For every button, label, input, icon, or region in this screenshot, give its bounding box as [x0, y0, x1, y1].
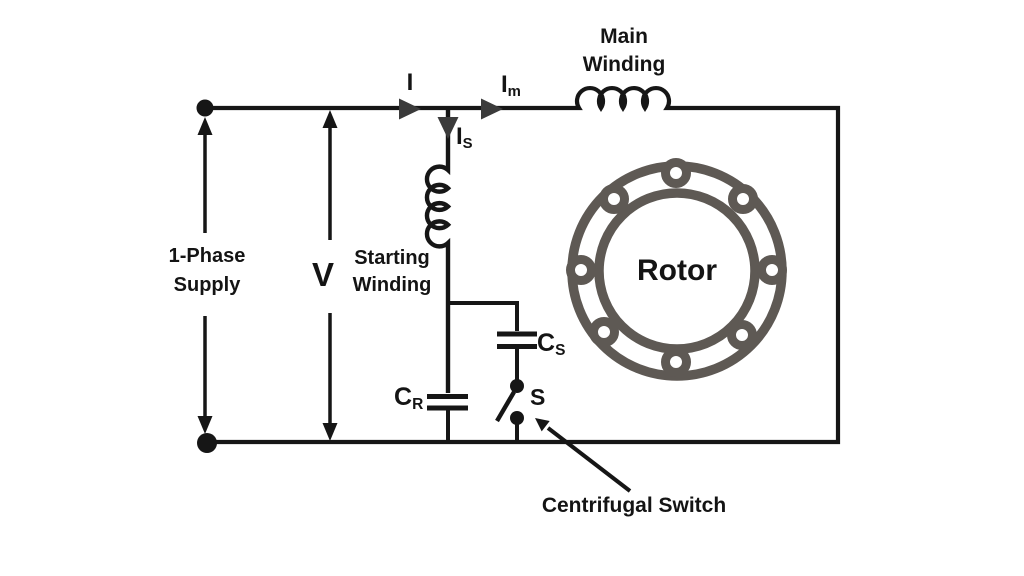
rotor-bearing: [589, 317, 619, 347]
rotor-bearing: [661, 347, 691, 377]
cap-run-symbol: [427, 394, 468, 411]
cap-start-branch: [448, 301, 519, 331]
main-current-subscript: m: [507, 84, 521, 100]
start-current-subscript: S: [462, 136, 473, 152]
main-current-arrow: [481, 98, 503, 120]
rotor-bearing: [661, 158, 691, 188]
annotation-arrowheads: [197, 110, 550, 441]
main-current-symbol: I: [501, 71, 508, 98]
voltage-arrow-up: [322, 110, 338, 128]
cap-run-symbol-letter: C: [394, 383, 413, 411]
main-current-label: Im: [501, 71, 521, 100]
rotor-bearing: [727, 320, 757, 350]
main-winding-label-line1: Main: [600, 25, 648, 48]
supply-node-bottom: [197, 433, 217, 453]
supply-label-line1: 1-Phase: [168, 245, 246, 267]
start-current-symbol: I: [456, 123, 463, 150]
supply-label-line2: Supply: [173, 274, 241, 296]
current-arrowheads: [399, 98, 503, 139]
capacitor-plates: [427, 331, 537, 411]
cap-start-subscript: S: [555, 342, 566, 359]
supply-arrow-up: [197, 117, 213, 135]
starting-winding-branch: [424, 108, 452, 393]
main-winding-label: Main Winding: [583, 23, 666, 79]
starting-winding-label-line1: Starting: [354, 247, 430, 269]
starting-winding-label: Starting Winding: [353, 245, 432, 299]
cap-run-label: CR: [394, 383, 424, 413]
line-current-label: I: [406, 69, 414, 96]
main-winding-label-line2: Winding: [582, 53, 666, 76]
supply-arrow-down: [197, 416, 213, 434]
cap-start-symbol: [497, 331, 537, 349]
rotor-bearing: [599, 184, 629, 214]
centrifugal-switch-blade: [495, 390, 516, 423]
circuit-wires: [203, 86, 841, 493]
cap-start-symbol-letter: C: [537, 329, 556, 357]
cap-run-subscript: R: [412, 396, 424, 413]
rotor-bearing: [757, 255, 787, 285]
pointer-arrowhead: [535, 418, 550, 432]
main-loop-wire: [205, 86, 841, 445]
start-current-label: IS: [456, 123, 473, 152]
rotor-label: Rotor: [637, 254, 717, 287]
supply-node-top: [196, 99, 214, 117]
switch-label: S: [530, 384, 546, 410]
start-current-arrow: [437, 117, 459, 139]
switch-contact-top: [510, 379, 524, 393]
rotor-bearing: [566, 255, 596, 285]
centrifugal-switch-label: Centrifugal Switch: [541, 494, 727, 517]
cap-start-label: CS: [537, 329, 566, 359]
voltage-arrow-down: [322, 423, 338, 441]
rotor-bearing: [728, 184, 758, 214]
rotor-symbol: [566, 158, 787, 381]
supply-label: 1-Phase Supply: [169, 242, 246, 300]
rotor-bearings: [566, 158, 787, 377]
line-current-arrow: [399, 98, 421, 120]
voltage-label: V: [311, 256, 335, 293]
connection-dots: [196, 99, 524, 453]
starting-winding-label-line2: Winding: [352, 274, 432, 296]
pointer-line: [546, 426, 632, 493]
switch-contact-bottom: [510, 411, 524, 425]
